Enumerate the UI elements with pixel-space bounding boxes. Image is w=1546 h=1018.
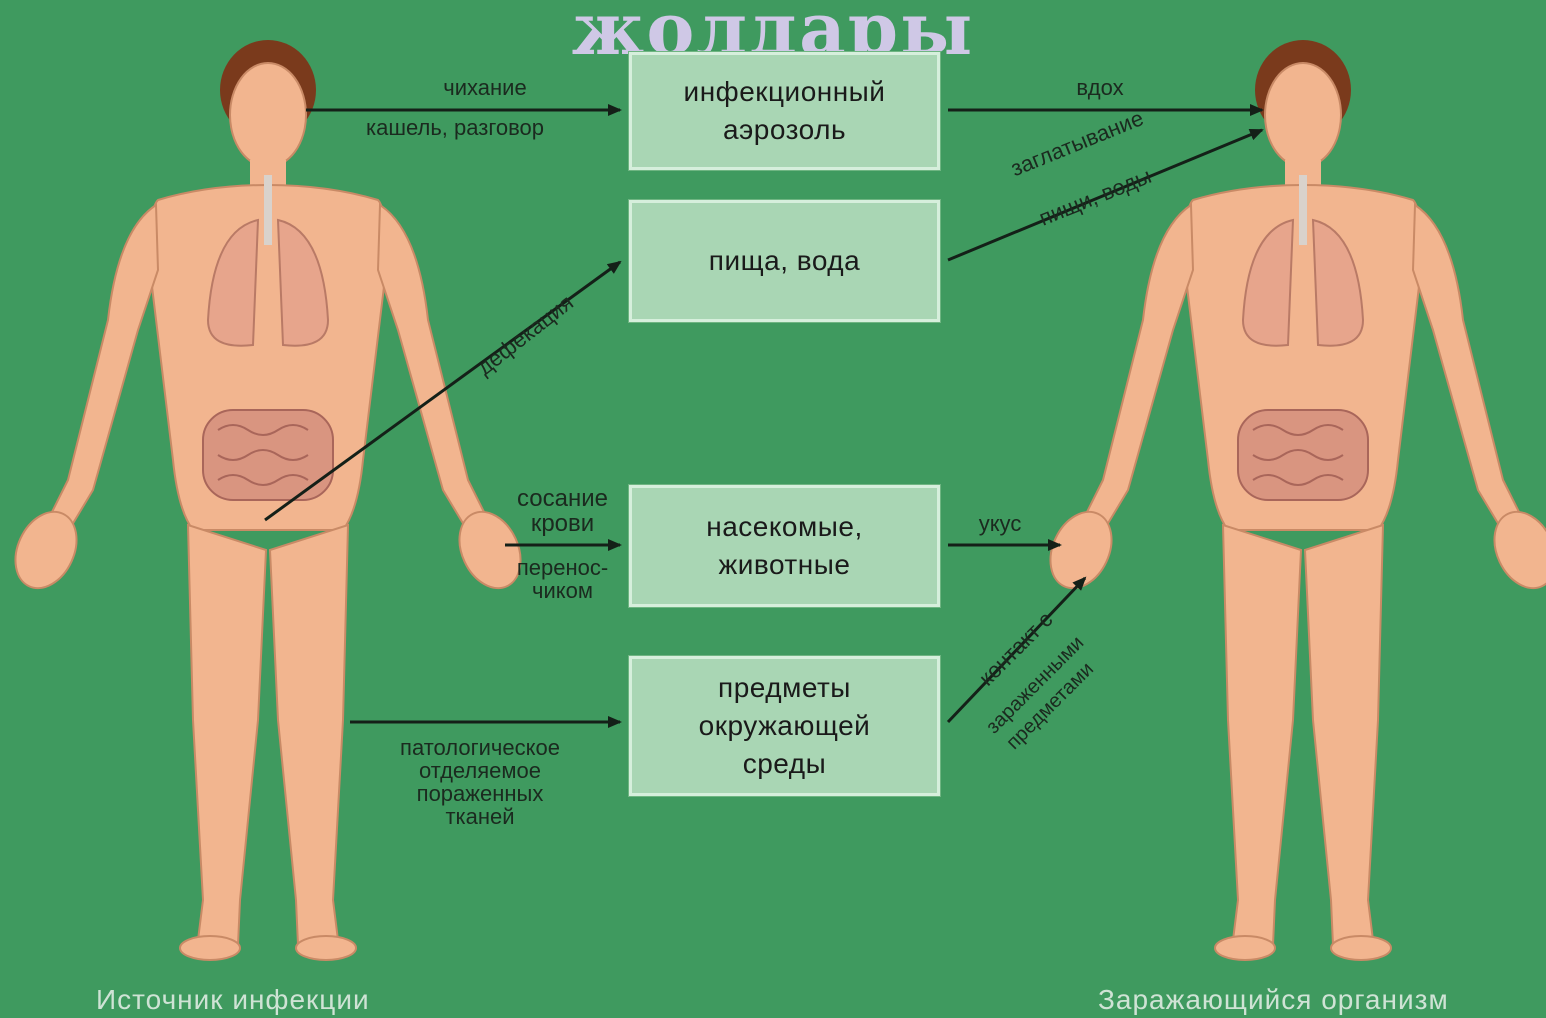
box-food-water: пища, вода: [629, 200, 940, 322]
box-insects-animals: насекомые, животные: [629, 485, 940, 607]
label-cough: кашель, разговор: [320, 116, 590, 139]
box-environment-objects: предметы окружающей среды: [629, 656, 940, 796]
label-carrier: перенос- чиком: [500, 556, 625, 602]
label-sneeze: чихание: [380, 76, 590, 99]
label-bite: укус: [960, 512, 1040, 535]
label-pathological-discharge: патологическое отделяемое пораженных тка…: [360, 736, 600, 828]
caption-infection-source: Источник инфекции: [96, 984, 370, 1016]
caption-infected-organism: Заражающийся организм: [1098, 984, 1449, 1016]
label-blood-sucking: сосание крови: [500, 486, 625, 536]
box-infectious-aerosol: инфекционный аэрозоль: [629, 52, 940, 170]
label-inhale: вдох: [1060, 76, 1140, 99]
